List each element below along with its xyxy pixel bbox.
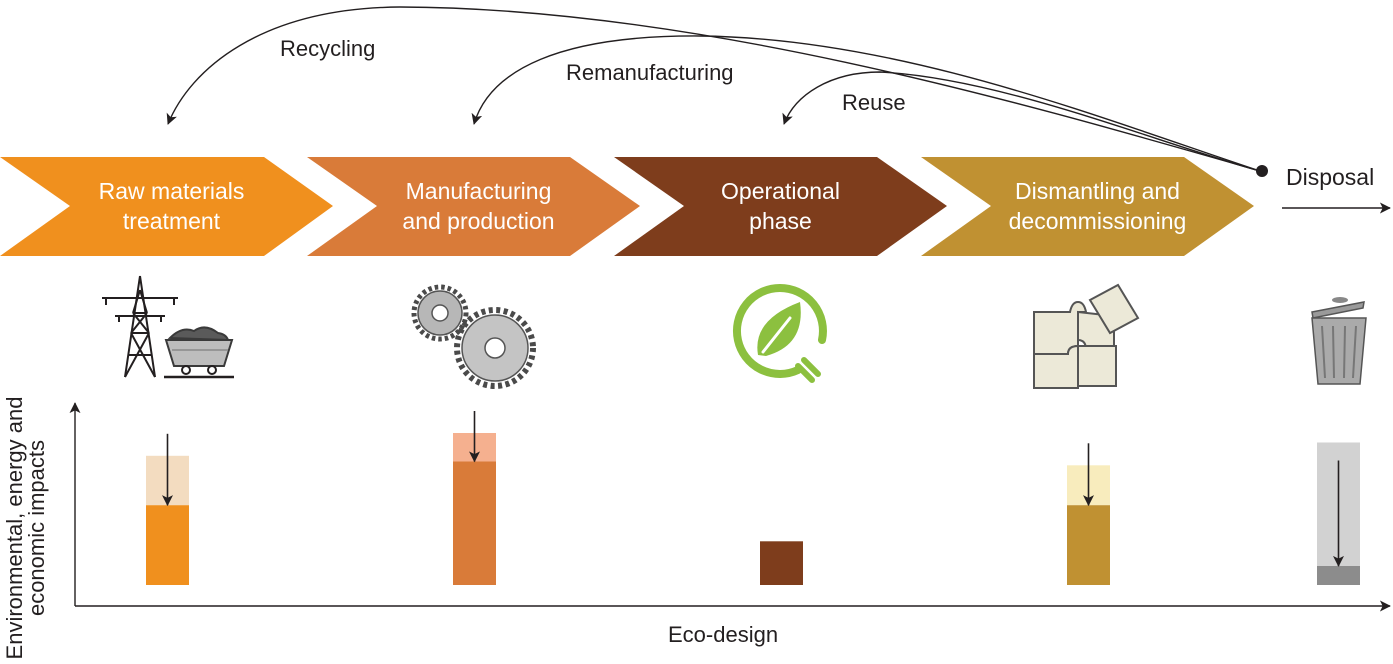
disposal-node-dot (1256, 165, 1268, 177)
power-pylon-and-ore-cart-icon (102, 275, 234, 379)
trash-can-icon (1311, 297, 1367, 385)
disposal-label: Disposal (1286, 164, 1375, 190)
impact-bar-after (760, 541, 803, 585)
impact-bar-after (453, 461, 496, 585)
impact-bar-after (1067, 505, 1110, 585)
reuse-arrow (782, 71, 1261, 172)
chevron-dismantling (921, 157, 1254, 256)
recycling-label: Recycling (280, 36, 376, 61)
chevron-operational (614, 157, 947, 256)
remanufacturing-label: Remanufacturing (566, 60, 734, 85)
chevron-raw-materials (0, 157, 333, 256)
reuse-label: Reuse (842, 90, 906, 115)
gears-icon (411, 284, 536, 389)
chevron-manufacturing (307, 157, 640, 256)
impact-bars (146, 411, 1360, 585)
remanufacturing-arrow (471, 35, 1261, 172)
puzzle-pieces-icon (1033, 283, 1140, 389)
x-axis-label: Eco-design (668, 622, 779, 647)
impact-bar-after (1317, 566, 1360, 585)
recycling-arrow (166, 6, 1261, 172)
impact-bar-after (146, 505, 189, 585)
green-leaf-plug-icon (732, 284, 827, 383)
